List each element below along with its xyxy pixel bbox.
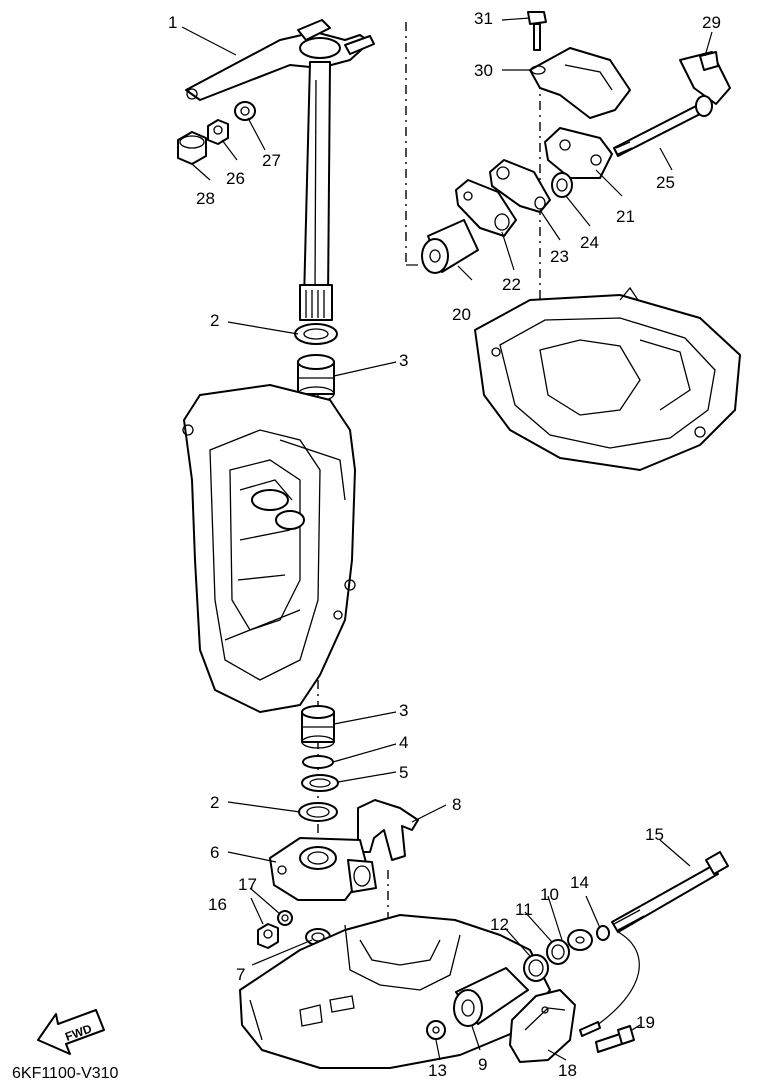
callout-8: 8 xyxy=(452,795,461,814)
pin xyxy=(579,1021,601,1037)
ring-14 xyxy=(596,925,610,941)
steering-shaft xyxy=(299,61,333,321)
nut-28 xyxy=(177,131,207,165)
callout-23: 23 xyxy=(550,247,569,266)
callout-22: 22 xyxy=(502,275,521,294)
callout-16: 16 xyxy=(208,895,227,914)
plate-23 xyxy=(489,159,551,213)
washer-24 xyxy=(551,172,573,198)
washer-5 xyxy=(301,774,339,792)
callout-7: 7 xyxy=(236,965,245,984)
callout-27: 27 xyxy=(262,151,281,170)
callout-14: 14 xyxy=(570,873,589,892)
bolt-25 xyxy=(613,95,713,157)
upper-casing xyxy=(474,286,741,471)
holder-18 xyxy=(509,989,576,1063)
holder-30 xyxy=(529,47,631,119)
callout-10: 10 xyxy=(540,885,559,904)
callout-19: 19 xyxy=(636,1013,655,1032)
bolt-31 xyxy=(527,11,547,51)
callout-13: 13 xyxy=(428,1061,447,1080)
steering-arm xyxy=(185,19,375,101)
callout-3-lower: 3 xyxy=(399,701,408,720)
bolt-15 xyxy=(589,851,729,1031)
callout-4: 4 xyxy=(399,733,408,752)
swivel-bracket xyxy=(182,384,356,713)
callout-18: 18 xyxy=(558,1061,577,1080)
washer-12 xyxy=(523,954,549,982)
bushing-3-lower xyxy=(301,705,335,749)
callout-2-upper: 2 xyxy=(210,311,219,330)
callout-2-lower: 2 xyxy=(210,793,219,812)
callout-28: 28 xyxy=(196,189,215,208)
callout-26: 26 xyxy=(226,169,245,188)
washer-2-upper xyxy=(294,323,338,345)
o-ring-4 xyxy=(302,755,334,769)
callout-6: 6 xyxy=(210,843,219,862)
leader-lines xyxy=(181,17,713,1061)
callout-3-upper: 3 xyxy=(399,351,408,370)
washer-17 xyxy=(277,910,293,926)
callout-5: 5 xyxy=(399,763,408,782)
nut-16 xyxy=(257,923,279,949)
callout-25: 25 xyxy=(656,173,675,192)
callout-17: 17 xyxy=(238,875,257,894)
callout-1: 1 xyxy=(168,13,177,32)
mount-rubber-9 xyxy=(453,967,529,1027)
callout-20: 20 xyxy=(452,305,471,324)
callout-29: 29 xyxy=(702,13,721,32)
washer-13 xyxy=(426,1020,446,1040)
callout-11: 11 xyxy=(515,900,533,919)
plate-29 xyxy=(679,51,731,105)
callout-12: 12 xyxy=(490,915,509,934)
mount-bracket-6 xyxy=(269,837,377,901)
callouts: 1 2 3 3 4 5 2 8 6 17 16 7 15 14 10 11 12… xyxy=(168,9,721,1080)
bolt-19 xyxy=(595,1025,635,1053)
nut-26 xyxy=(207,119,229,145)
callout-30: 30 xyxy=(474,61,493,80)
callout-21: 21 xyxy=(616,207,635,226)
bushing-3-upper xyxy=(297,354,335,402)
callout-24: 24 xyxy=(580,233,599,252)
lower-casing xyxy=(239,914,551,1069)
fwd-arrow: FWD xyxy=(37,1009,105,1055)
bracket-8 xyxy=(357,799,419,861)
callout-31: 31 xyxy=(474,9,493,28)
callout-9: 9 xyxy=(478,1055,487,1074)
washer-11 xyxy=(546,939,570,965)
washer-10 xyxy=(567,929,593,951)
callout-15: 15 xyxy=(645,825,664,844)
diagram-code: 6KF1100-V310 xyxy=(12,1065,119,1082)
washer-27 xyxy=(234,101,256,121)
mount-rubber-20 xyxy=(421,219,479,274)
plate-22 xyxy=(455,179,517,237)
plate-21 xyxy=(544,127,613,179)
washer-2-lower xyxy=(298,802,338,822)
